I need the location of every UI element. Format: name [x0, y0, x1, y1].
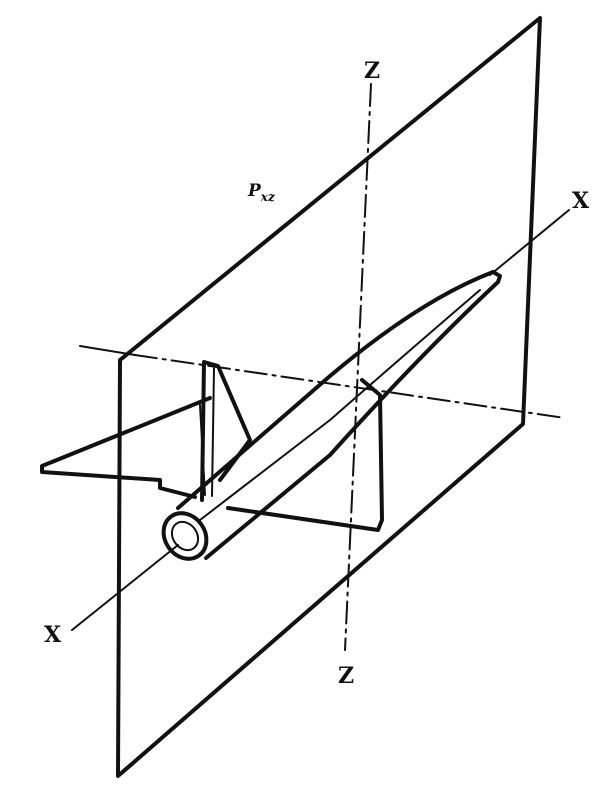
nose: [491, 270, 502, 284]
fuselage-bottom: [204, 280, 500, 560]
fuselage-spine: [199, 289, 481, 521]
plane-label-main: P: [247, 181, 262, 201]
z-axis: [344, 83, 372, 651]
engine-nozzle-inner: [170, 520, 200, 552]
tail-fin: [200, 360, 252, 502]
right-wing: [226, 378, 384, 532]
z-axis-bottom-label: Z: [338, 663, 354, 689]
z-axis-top-label: Z: [364, 58, 380, 84]
x-axis-lower: [71, 544, 179, 631]
x-axis-right-label: X: [572, 188, 590, 214]
fuselage-top: [176, 270, 495, 510]
aircraft: [40, 270, 502, 561]
x-axis-left-label: X: [44, 622, 62, 648]
plane-label-subscript: xz: [260, 190, 276, 204]
engine-nozzle-outer: [161, 511, 209, 561]
horizontal-axis: [134, 354, 566, 419]
left-wing: [40, 396, 212, 499]
xz-plane: [116, 16, 542, 778]
plane-label: Pxz: [247, 181, 276, 204]
tail-fin-inner: [211, 367, 215, 497]
